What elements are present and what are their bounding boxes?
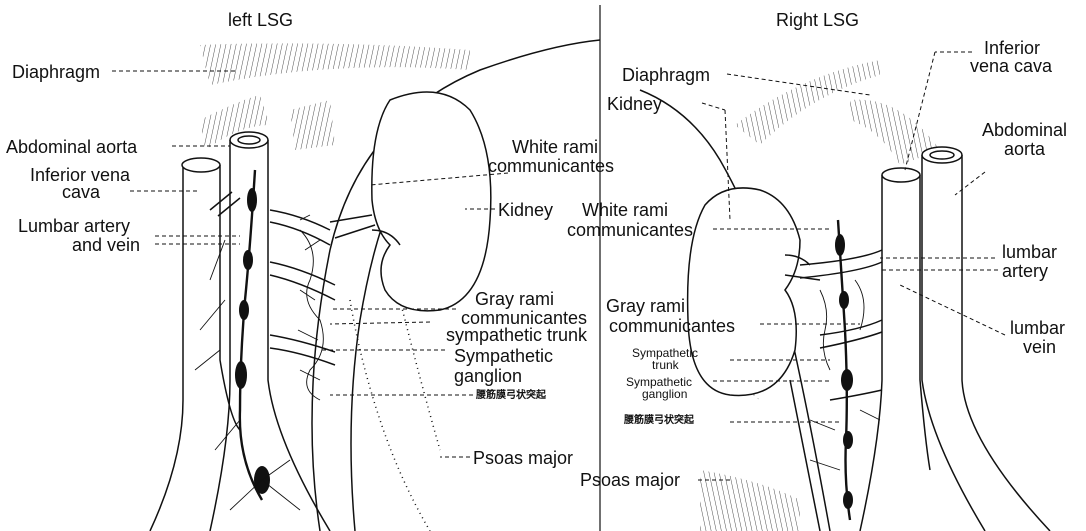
left-psoas	[350, 300, 440, 531]
left-abdominal-aorta	[210, 132, 330, 531]
right-white-rami-label-2: communicantes	[567, 220, 693, 240]
right-aorta-label-1: Abdominal	[982, 120, 1067, 140]
left-lumbar-artery-label-2: and vein	[72, 235, 140, 255]
left-white-rami-label-2: communicantes	[488, 156, 614, 176]
right-lumbar-vein-label-2: vein	[1023, 337, 1056, 357]
right-lumbar-artery-label-1: lumbar	[1002, 242, 1057, 262]
right-aorta-label-2: aorta	[1004, 139, 1045, 159]
left-kidney-label: Kidney	[498, 200, 553, 220]
right-ivc-label-2: vena cava	[970, 56, 1052, 76]
left-nerve-plexus	[195, 215, 323, 510]
right-lumbar-artery-label-2: artery	[1002, 261, 1048, 281]
left-inferior-vena-cava	[150, 158, 240, 531]
right-gray-rami-label-1: Gray rami	[606, 296, 685, 316]
right-title: Right LSG	[776, 10, 859, 30]
right-psoas-label: Psoas major	[580, 470, 680, 490]
left-ganglion-label-1: Sympathetic	[454, 346, 553, 366]
left-title: left LSG	[228, 10, 293, 30]
left-lumbar-artery-label-1: Lumbar artery	[18, 216, 130, 236]
right-kidney-label: Kidney	[607, 94, 662, 114]
right-lumbar-vein-label-1: lumbar	[1010, 318, 1065, 338]
right-inferior-vena-cava	[860, 168, 930, 531]
left-sympathetic-trunk-label: sympathetic trunk	[446, 325, 587, 345]
right-ganglia	[835, 234, 853, 509]
right-ganglion-label-2: ganglion	[642, 388, 687, 401]
left-ivc-label-2: cava	[62, 182, 100, 202]
left-psoas-label: Psoas major	[473, 448, 573, 468]
left-abdominal-aorta-label: Abdominal aorta	[6, 137, 137, 157]
left-kidney	[330, 92, 491, 311]
left-sympathetic-trunk	[240, 170, 262, 500]
left-ganglion-label-2: ganglion	[454, 366, 522, 386]
left-ganglia	[235, 188, 270, 494]
right-diaphragm-label: Diaphragm	[622, 65, 710, 85]
right-gray-rami-label-2: communicantes	[609, 316, 735, 336]
left-gray-rami-label-1: Gray rami	[475, 289, 554, 309]
left-white-rami-label-1: White rami	[512, 137, 598, 157]
right-chinese-label: 腰筋膜弓状突起	[624, 415, 694, 426]
left-diaphragm-label: Diaphragm	[12, 62, 100, 82]
right-ivc-label-1: Inferior	[984, 38, 1040, 58]
right-trunk-label-2: trunk	[652, 359, 679, 372]
left-chinese-label: 腰筋膜弓状突起	[476, 390, 546, 401]
right-white-rami-label-1: White rami	[582, 200, 668, 220]
right-kidney	[688, 188, 820, 396]
